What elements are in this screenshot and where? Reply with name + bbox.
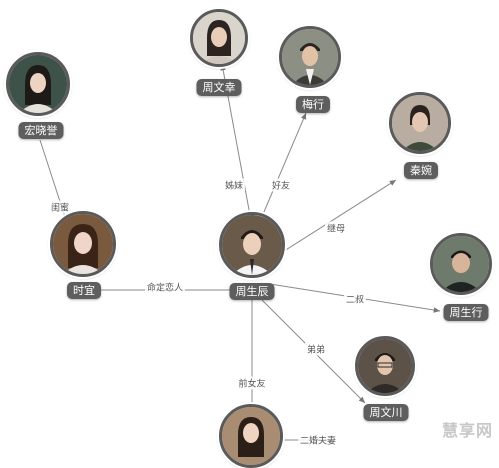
portrait-icon [282,29,338,85]
edge-label-bottom: 前女友 [236,376,268,390]
avatar [430,233,492,295]
avatar [355,336,415,396]
portrait-icon [222,407,280,465]
edge-label-partial: 二婚夫妻 [297,433,339,447]
avatar [389,92,451,154]
avatar [219,212,285,278]
edge-label-meixing: 好友 [269,178,293,192]
edge-zhoushengchen-meixing [257,112,307,227]
avatar [6,52,70,116]
node-name: 周生辰 [229,283,275,300]
watermark: 慧享网 [441,421,493,440]
edge-label-shiyi: 命定恋人 [144,280,186,294]
edge-label-zhouwenxin: 姊妹 [222,178,246,192]
node-name: 时宜 [67,282,101,299]
avatar [50,211,116,277]
portrait-icon [222,215,282,275]
edge-label-qinwan: 继母 [324,221,348,235]
portrait-icon [53,214,113,274]
edge-label-hongxiaoyu: 闺蜜 [48,200,72,214]
portrait-icon [193,12,245,64]
edge-label-zhouwenchuan: 弟弟 [304,342,328,356]
edge-label-zhoushengxing: 二叔 [343,292,367,306]
portrait-icon [433,236,489,292]
relationship-diagram: 姊妹 好友 继母 二叔 弟弟 命定恋人 闺蜜 前女友 二婚夫妻 周文幸 [6,9,493,468]
portrait-icon [392,95,448,151]
portrait-icon [9,55,67,113]
node-name: 梅行 [296,96,330,113]
node-name: 秦婉 [404,162,438,179]
node-name: 周生行 [443,304,489,321]
edge-zhoushengchen-qinwan [269,179,397,261]
avatar [190,9,248,67]
avatar [219,404,283,468]
avatar [279,26,341,88]
portrait-icon [358,339,412,393]
node-name: 周文幸 [196,79,242,96]
node-name: 宏晓誉 [18,122,64,139]
node-name: 周文川 [363,404,409,421]
